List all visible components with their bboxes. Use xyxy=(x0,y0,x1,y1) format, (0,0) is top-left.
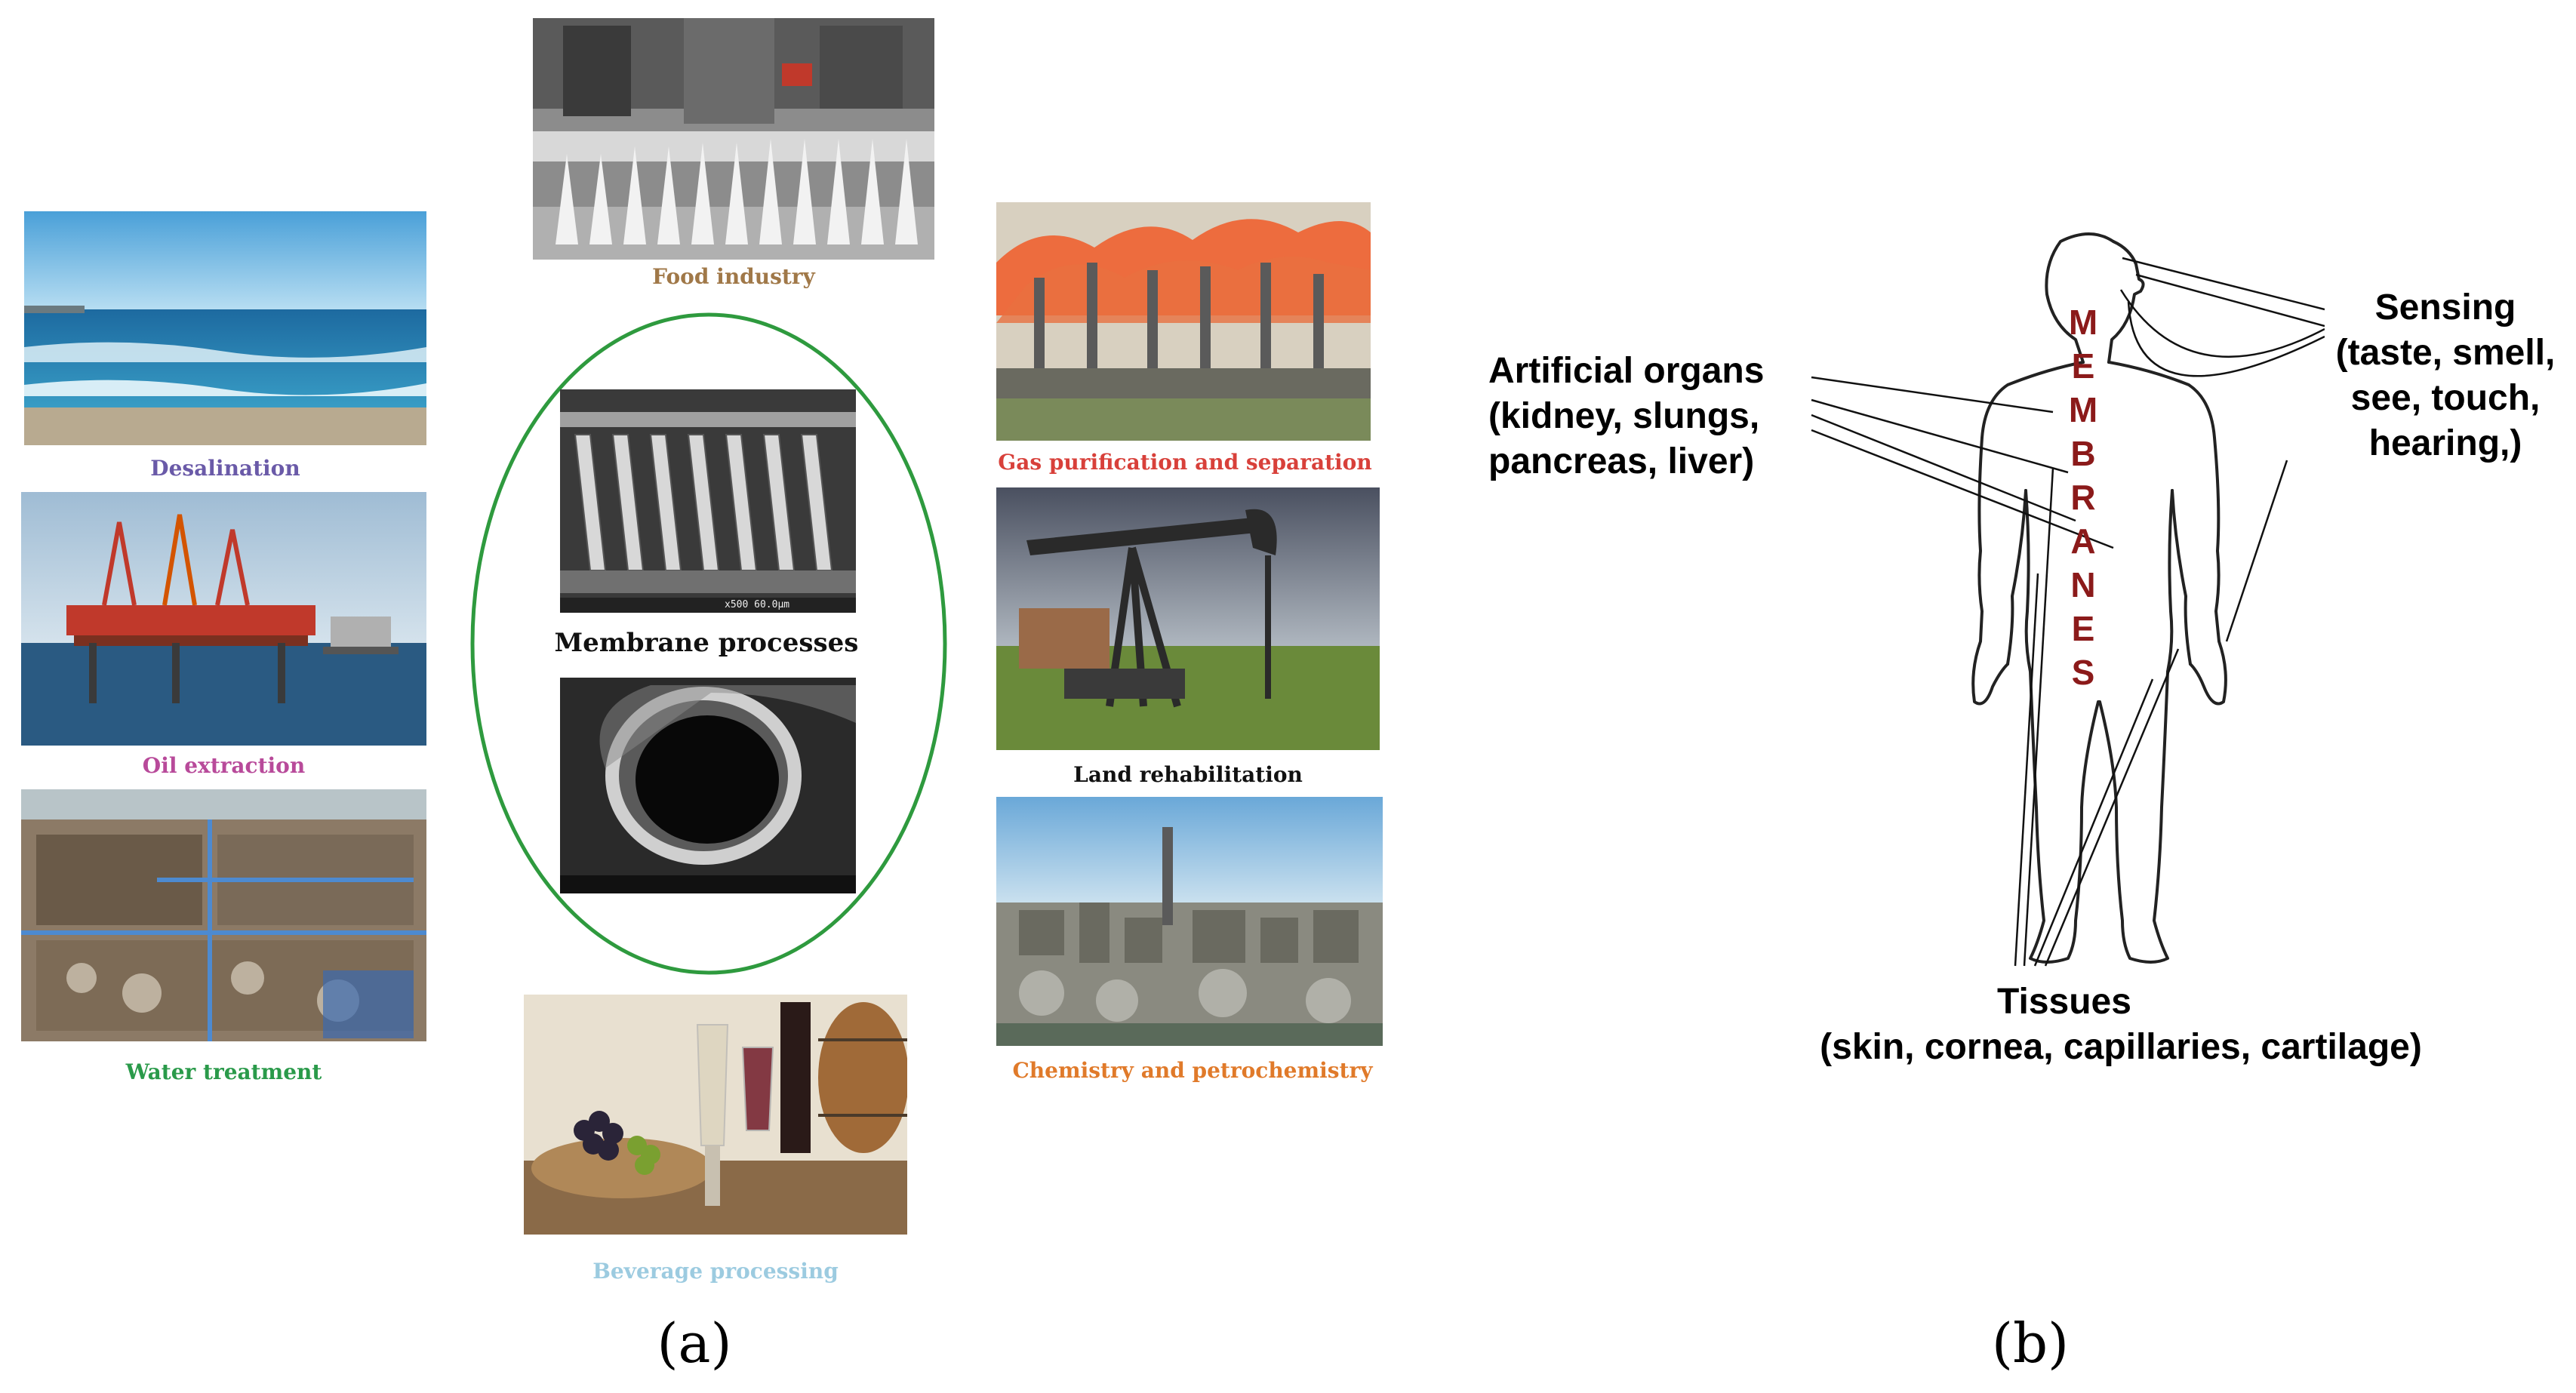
desalination-photo xyxy=(24,211,426,445)
tissues-label: Tissues (skin, cornea, capillaries, cart… xyxy=(1774,979,2468,1070)
membranes-letter-n: N xyxy=(2070,565,2096,604)
food-industry-photo xyxy=(533,18,934,260)
oil-extraction-caption: Oil extraction xyxy=(142,753,306,778)
connector-lines xyxy=(1811,376,2180,967)
membranes-letter-m1: M xyxy=(2068,303,2098,342)
land-rehabilitation-caption: Land rehabilitation xyxy=(1073,762,1303,787)
human-body-outline xyxy=(1971,232,2227,964)
water-treatment-photo xyxy=(21,789,426,1041)
tissues-line-1: (skin, cornea, capillaries, cartilage) xyxy=(1820,1027,2422,1067)
membrane-processes-ellipse xyxy=(470,312,947,975)
membranes-letter-s: S xyxy=(2071,653,2095,692)
tissues-title: Tissues xyxy=(1997,982,2131,1022)
sem-scale-text: x500 ‪60.0μm xyxy=(725,599,790,610)
sensing-connector-lines xyxy=(2119,257,2325,642)
sensing-title: Sensing xyxy=(2374,288,2516,327)
panel-a-label: (a) xyxy=(657,1312,732,1375)
sensing-line-2: see, touch, xyxy=(2350,378,2541,418)
artificial-organs-title: Artificial organs xyxy=(1488,351,1765,391)
sensing-line-3: hearing,) xyxy=(2368,423,2522,463)
membranes-letter-a: A xyxy=(2070,521,2096,561)
water-treatment-caption: Water treatment xyxy=(125,1059,322,1084)
chemistry-petrochemistry-caption: Chemistry and petrochemistry xyxy=(1012,1058,1373,1083)
membrane-processes-caption: Membrane processes xyxy=(554,628,859,658)
desalination-caption: Desalination xyxy=(150,456,300,481)
sensing-label: Sensing (taste, smell, see, touch, heari… xyxy=(2317,285,2574,466)
oil-extraction-photo xyxy=(21,492,426,746)
membranes-letter-m2: M xyxy=(2068,390,2098,429)
gas-purification-photo xyxy=(996,202,1371,441)
food-industry-caption: Food industry xyxy=(652,264,815,289)
artificial-organs-line-2: pancreas, liver) xyxy=(1488,441,1755,481)
artificial-organs-label: Artificial organs (kidney, slungs, pancr… xyxy=(1488,349,1805,484)
land-rehabilitation-photo xyxy=(996,487,1380,750)
beverage-processing-caption: Beverage processing xyxy=(592,1259,839,1284)
beverage-processing-photo xyxy=(524,995,907,1235)
sensing-line-1: (taste, smell, xyxy=(2335,333,2556,373)
membranes-letter-e1: E xyxy=(2071,346,2095,386)
membranes-letter-e2: E xyxy=(2071,609,2095,648)
membranes-letter-b: B xyxy=(2070,434,2096,473)
sem-membrane-cross-section xyxy=(560,389,856,613)
membranes-letter-r: R xyxy=(2070,478,2096,517)
artificial-organs-line-1: (kidney, slungs, xyxy=(1488,396,1760,436)
gas-purification-caption: Gas purification and separation xyxy=(998,450,1372,475)
sem-hollow-fiber xyxy=(560,678,856,893)
chemistry-petrochemistry-photo xyxy=(996,797,1383,1046)
panel-b-label: (b) xyxy=(1991,1312,2070,1375)
